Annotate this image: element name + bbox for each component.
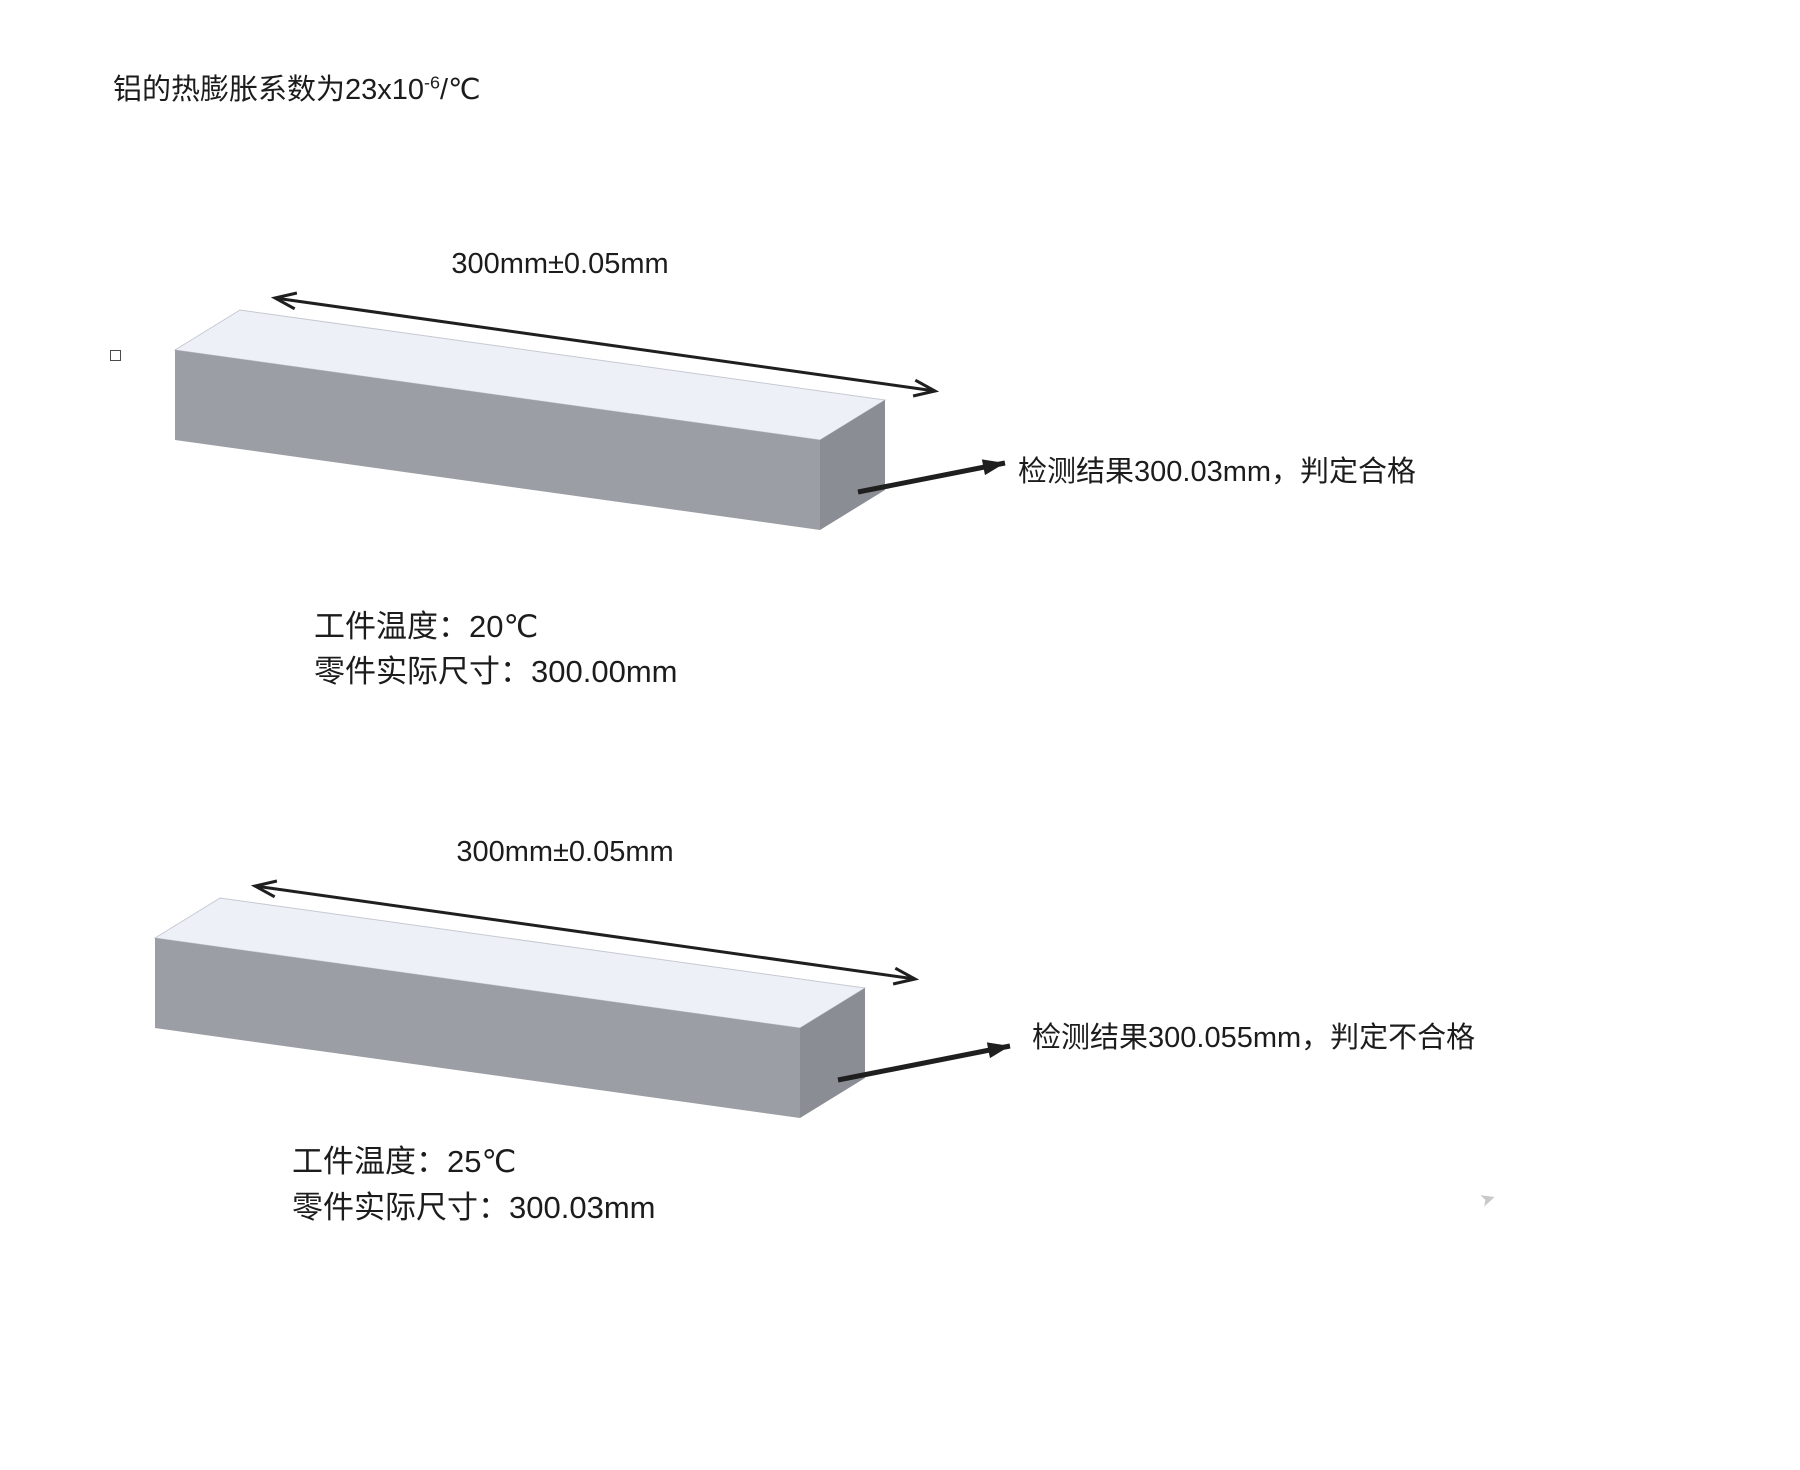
callout-arrow (857, 459, 1006, 495)
workpiece-temperature-label: 工件温度：20℃ (314, 609, 539, 644)
callout-arrow (837, 1042, 1011, 1083)
workpiece-diagram-2 (153, 818, 1011, 1118)
workpiece-diagram-1 (173, 230, 1006, 530)
watermark-arrow-icon: ➤ (1477, 1187, 1499, 1212)
block-side-face (820, 400, 885, 530)
dimension-arrow-right (604, 343, 935, 392)
block-front-face (175, 350, 820, 530)
block-front-face (155, 938, 800, 1118)
small-square-mark (110, 350, 121, 361)
dimension-label: 300mm±0.05mm (451, 248, 669, 280)
dimension-label: 300mm±0.05mm (456, 836, 674, 868)
actual-size-label: 零件实际尺寸：300.00mm (314, 654, 678, 689)
inspection-result-label: 检测结果300.055mm，判定不合格 (1032, 1022, 1476, 1054)
title-superscript: -6 (424, 72, 440, 93)
dimension-arrow-right (584, 931, 915, 980)
title-suffix: /℃ (440, 74, 481, 106)
dimension-arrow-left (255, 886, 586, 934)
inspection-result-label: 检测结果300.03mm，判定合格 (1018, 456, 1417, 488)
dimension-arrow-left (275, 298, 606, 346)
block-side-face (800, 988, 865, 1118)
workpiece-temperature-label: 工件温度：25℃ (292, 1144, 517, 1179)
page-title: 铝的热膨胀系数为23x10-6/℃ (113, 66, 481, 108)
title-prefix: 铝的热膨胀系数为23x10 (113, 74, 425, 106)
actual-size-label: 零件实际尺寸：300.03mm (292, 1190, 656, 1225)
